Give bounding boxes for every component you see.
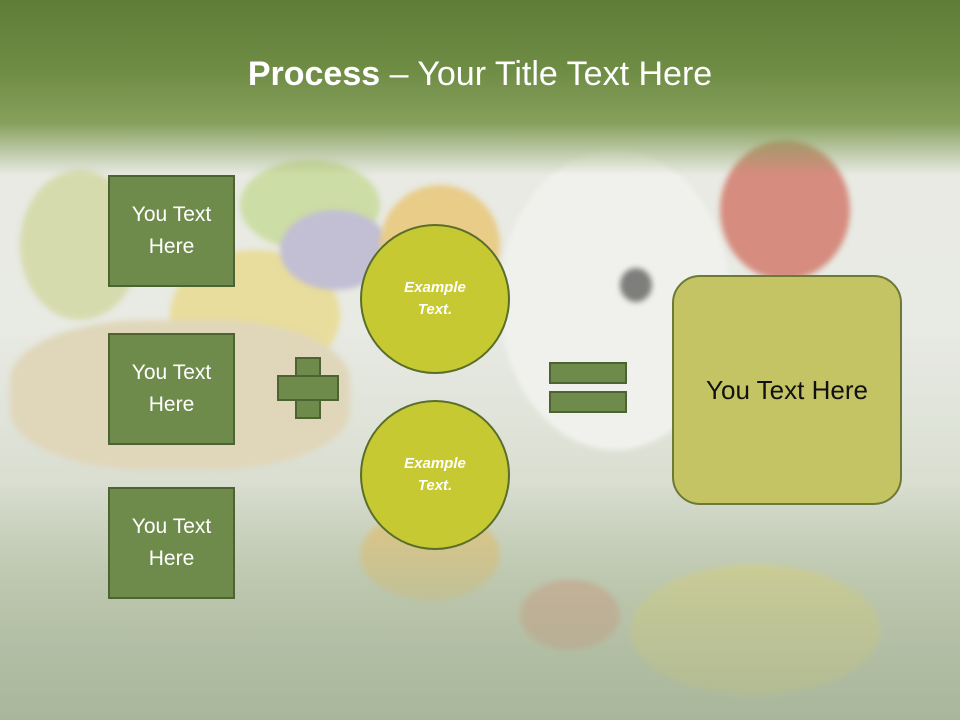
result-label: You Text Here	[706, 374, 868, 405]
text-box-2[interactable]: You Text Here	[108, 333, 235, 445]
bunny-eye-blob	[620, 268, 652, 302]
result-box[interactable]: You Text Here	[672, 275, 902, 505]
text-box-label: You Text Here	[131, 515, 212, 570]
text-box-label: You Text Here	[131, 203, 212, 258]
example-circle-1[interactable]: Example Text.	[360, 224, 510, 374]
example-circle-2[interactable]: Example Text.	[360, 400, 510, 550]
slide-title[interactable]: Process – Your Title Text Here	[0, 50, 960, 98]
title-bold: Process	[247, 55, 381, 93]
title-rest: – Your Title Text Here	[380, 55, 713, 93]
title-bar	[0, 0, 960, 175]
text-box-label: You Text Here	[131, 361, 212, 416]
circle-label: Example Text.	[404, 455, 466, 494]
text-box-1[interactable]: You Text Here	[108, 175, 235, 287]
circle-label: Example Text.	[404, 279, 466, 318]
text-box-3[interactable]: You Text Here	[108, 487, 235, 599]
